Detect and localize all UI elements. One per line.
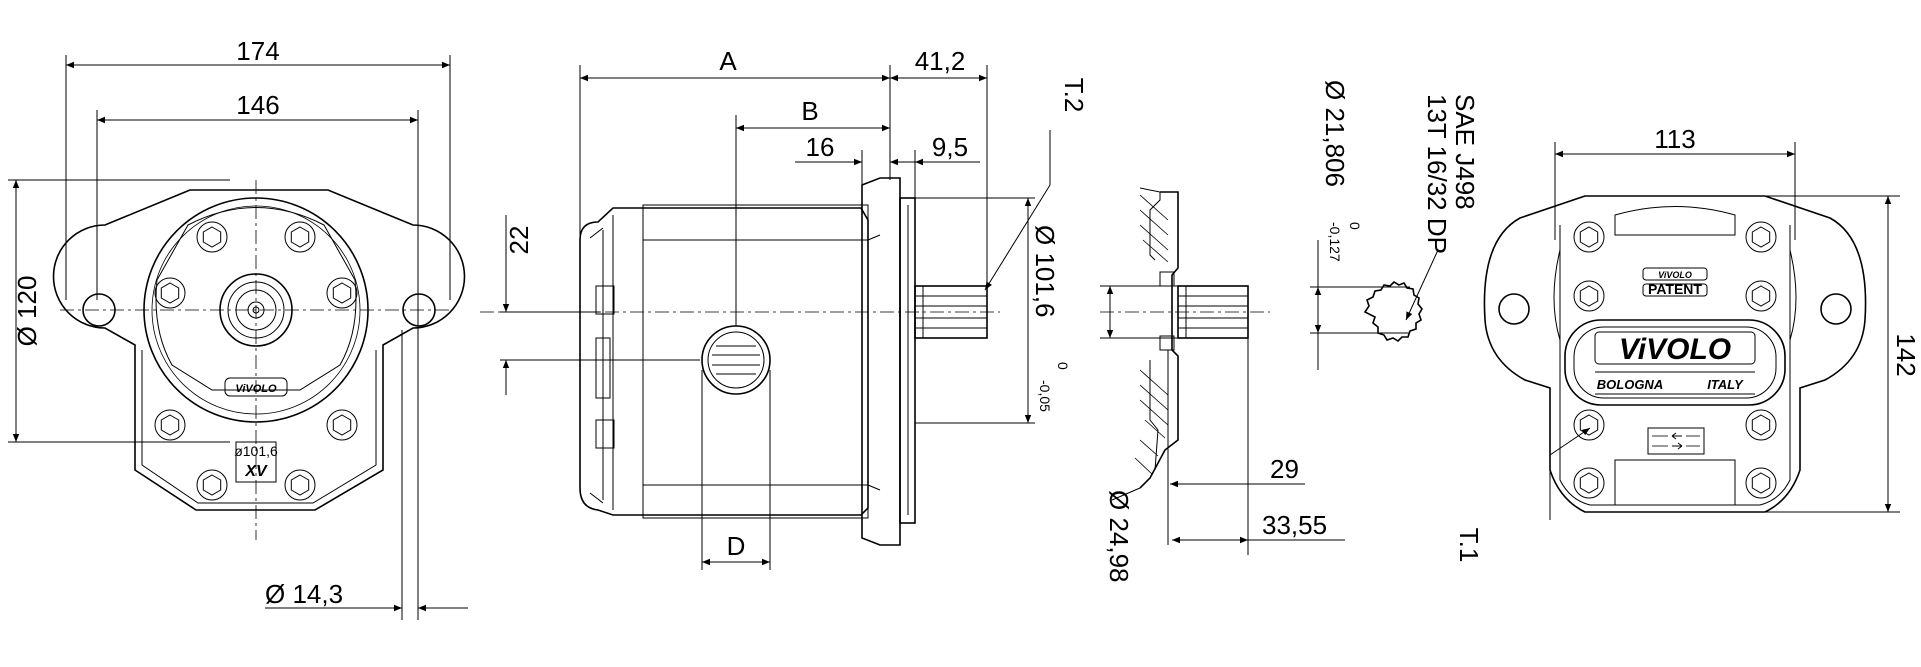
group-code: XV (244, 463, 268, 480)
patent-plate: PATENT (1648, 281, 1702, 297)
brand-small-rear: ViVOLO (1658, 270, 1692, 280)
dim-9-5: 9,5 (932, 132, 968, 162)
country-text: ITALY (1707, 377, 1744, 392)
dim-dia-120: Ø 120 (12, 276, 42, 347)
dim-174: 174 (236, 36, 279, 66)
brand-main: ViVOLO (1619, 333, 1731, 366)
bolt-icon (326, 409, 358, 441)
port-circle (701, 325, 771, 395)
dim-A: A (719, 46, 737, 76)
label-T2: T.2 (1059, 78, 1089, 113)
bolt-icon (154, 277, 186, 309)
bolt-icon (1573, 467, 1605, 499)
mount-hole-left-rear (1498, 293, 1530, 325)
dim-D: D (727, 531, 746, 561)
spline-standard: SAE J498 (1450, 94, 1480, 210)
bolt-icon (196, 221, 228, 253)
dim-dia-24-98: Ø 24,98 (1104, 490, 1134, 583)
tol-101-lower: -0,05 (1037, 380, 1053, 412)
mount-hole-right-rear (1820, 293, 1852, 325)
rear-view: ViVOLO PATENT ViVOLO BOLOGNA ITALY 113 1… (1454, 124, 1921, 562)
shaft-section-view: 29 33,55 Ø 24,98 (1100, 187, 1345, 583)
dim-22: 22 (504, 226, 534, 255)
dim-16: 16 (806, 132, 835, 162)
bolt-icon (1573, 221, 1605, 253)
bolt-icon (1745, 280, 1777, 312)
dim-dia-14-3: Ø 14,3 (265, 579, 343, 609)
tol-21-lower: -0,127 (1327, 222, 1343, 262)
bolt-icon (1745, 409, 1777, 441)
bolt-icon (1745, 467, 1777, 499)
dim-29: 29 (1270, 454, 1299, 484)
dim-142: 142 (1891, 333, 1921, 376)
bolt-icon (1745, 221, 1777, 253)
side-view: A 41,2 B 16 9,5 22 D T.2 (480, 46, 1089, 570)
label-T1: T.1 (1454, 528, 1484, 563)
bolt-icon (284, 469, 316, 501)
bolt-icon (196, 469, 228, 501)
spline-detail-view: Ø 21,806 0 -0,127 SAE J498 13T 16/32 DP (1310, 80, 1480, 370)
dim-dia-101-6: Ø 101,6 (1030, 225, 1060, 318)
dim-41-2: 41,2 (915, 46, 966, 76)
tol-101-upper: 0 (1055, 362, 1071, 370)
front-view: ViVOLO ø101,6 XV 174 146 Ø 120 Ø 14,3 (8, 36, 468, 620)
dim-B: B (801, 96, 818, 126)
dim-113: 113 (1654, 124, 1695, 154)
dim-33-55: 33,55 (1262, 510, 1327, 540)
spline-spec: 13T 16/32 DP (1422, 94, 1452, 254)
bolt-icon (154, 409, 186, 441)
city-text: BOLOGNA (1597, 377, 1663, 392)
dim-146: 146 (236, 90, 279, 120)
bolt-icon (326, 277, 358, 309)
tol-21-upper: 0 (1347, 222, 1363, 230)
bolt-icon (1573, 280, 1605, 312)
dim-dia-21-806: Ø 21,806 (1320, 80, 1350, 187)
bolt-icon (284, 221, 316, 253)
